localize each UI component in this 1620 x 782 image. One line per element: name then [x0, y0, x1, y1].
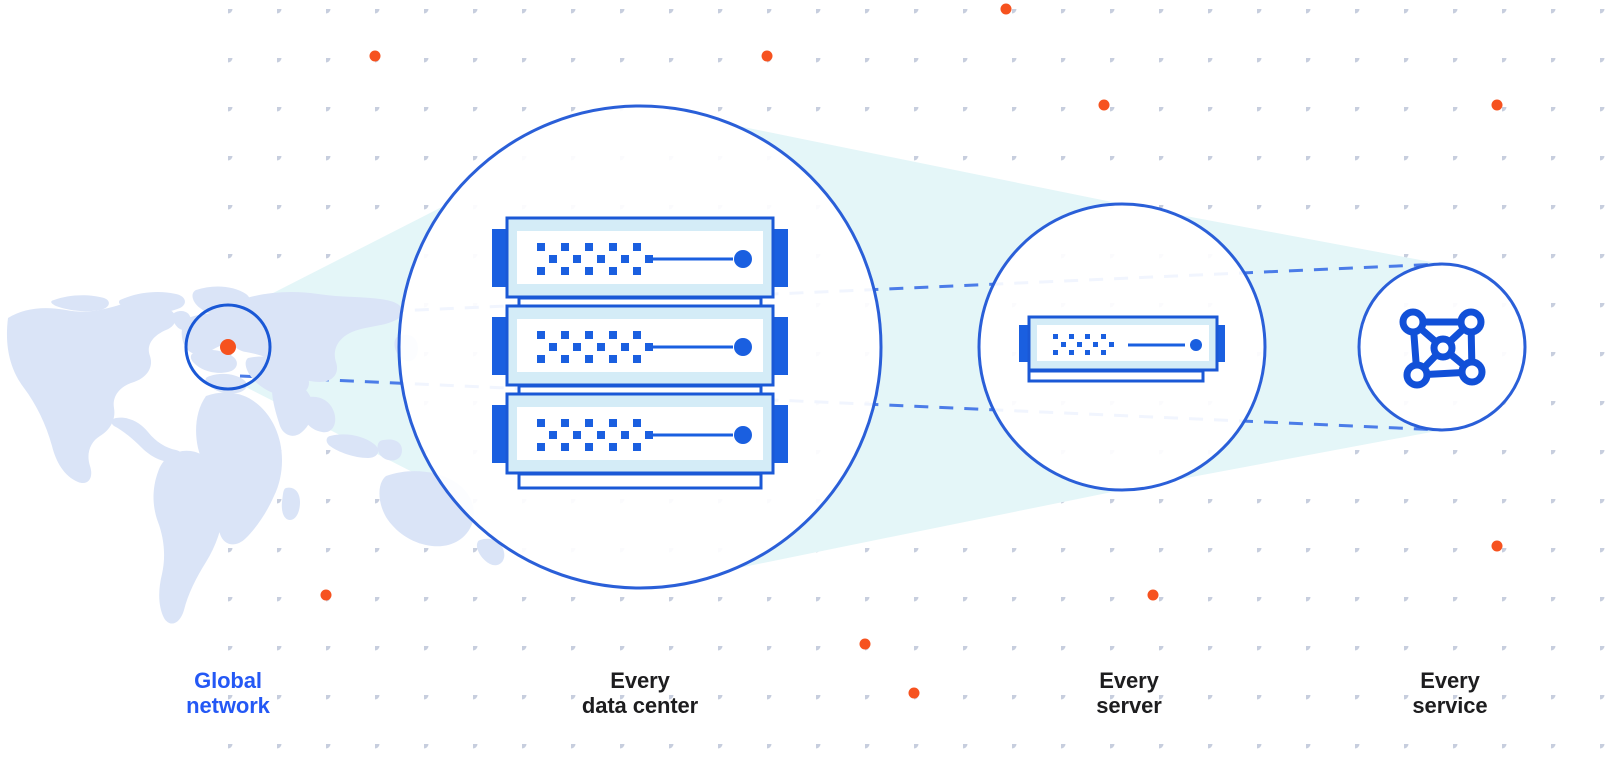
graph-node-bottom-right	[1458, 358, 1486, 386]
label-every-server: Every server	[1096, 668, 1162, 718]
orange-dot-9	[859, 638, 871, 650]
rack-unit-2-led-grid	[537, 331, 653, 363]
orange-dot-5	[1491, 99, 1503, 111]
label-every-data-center: Every data center	[581, 668, 699, 718]
orange-dot-6	[1491, 540, 1503, 552]
orange-dot-2	[369, 50, 381, 62]
graph-node-top-right	[1457, 308, 1485, 336]
orange-dot-3	[761, 50, 773, 62]
server-base	[1027, 369, 1205, 383]
rack-unit-3-led-grid	[537, 419, 653, 451]
world-map-icon	[6, 286, 505, 624]
rack-unit-1	[492, 216, 788, 299]
orange-dot-4	[1098, 99, 1110, 111]
rack-unit-2-status-dot	[734, 338, 752, 356]
orange-highlight-dots	[320, 3, 1503, 699]
graph-node-top-left	[1399, 308, 1427, 336]
every-server-node	[977, 202, 1267, 492]
orange-dot-1	[1000, 3, 1012, 15]
rack-unit-3-status-dot	[734, 426, 752, 444]
label-global-network: Global network	[186, 668, 270, 718]
every-service-node	[1357, 262, 1527, 432]
single-server-icon	[1019, 315, 1225, 383]
rack-unit-2	[492, 304, 788, 387]
label-every-service: Every service	[1412, 668, 1488, 718]
rack-unit-3	[492, 392, 788, 475]
orange-dot-8	[1147, 589, 1159, 601]
every-data-center-node	[397, 104, 883, 590]
graph-node-center	[1430, 335, 1456, 361]
orange-dot-10	[908, 687, 920, 699]
server-led-grid	[1053, 334, 1114, 355]
global-network-circle	[184, 303, 272, 391]
server-status-dot	[1190, 339, 1202, 351]
rack-unit-1-status-dot	[734, 250, 752, 268]
node-graph-icon	[1399, 308, 1486, 389]
rack-unit-1-led-grid	[537, 243, 653, 275]
orange-dot-7	[320, 589, 332, 601]
graph-node-bottom-left	[1403, 361, 1431, 389]
server-rack-icon	[492, 216, 788, 490]
rack-base	[517, 472, 763, 490]
global-network-marker-dot	[220, 339, 236, 355]
